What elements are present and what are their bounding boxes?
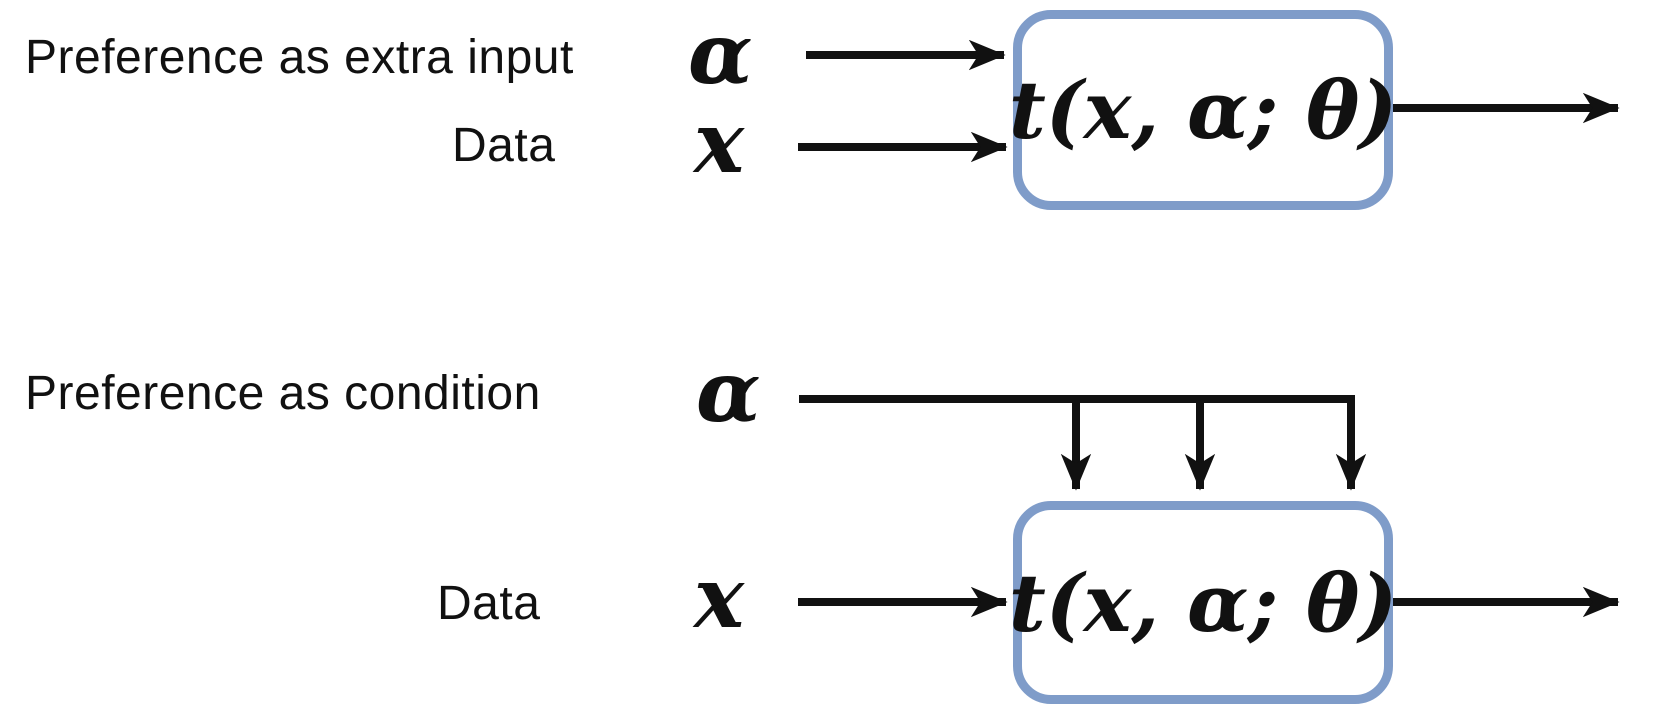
label-data-bottom: Data <box>437 577 541 630</box>
transform-box-top-label: t(x, α; θ) <box>1008 63 1398 157</box>
label-data-top: Data <box>452 119 556 172</box>
x-symbol-bottom: x <box>694 548 745 647</box>
label-preference-as-extra-input: Preference as extra input <box>25 31 574 84</box>
transform-box-bottom: t(x, α; θ) <box>1009 501 1397 704</box>
alpha-symbol-bottom: α <box>696 342 761 441</box>
condition-bus-line <box>799 395 1367 491</box>
x-symbol-top: x <box>694 93 745 192</box>
label-preference-as-condition: Preference as condition <box>25 367 541 420</box>
transform-box-bottom-label: t(x, α; θ) <box>1008 555 1398 650</box>
alpha-symbol-top: α <box>688 4 753 103</box>
transform-box-top: t(x, α; θ) <box>1009 10 1397 210</box>
